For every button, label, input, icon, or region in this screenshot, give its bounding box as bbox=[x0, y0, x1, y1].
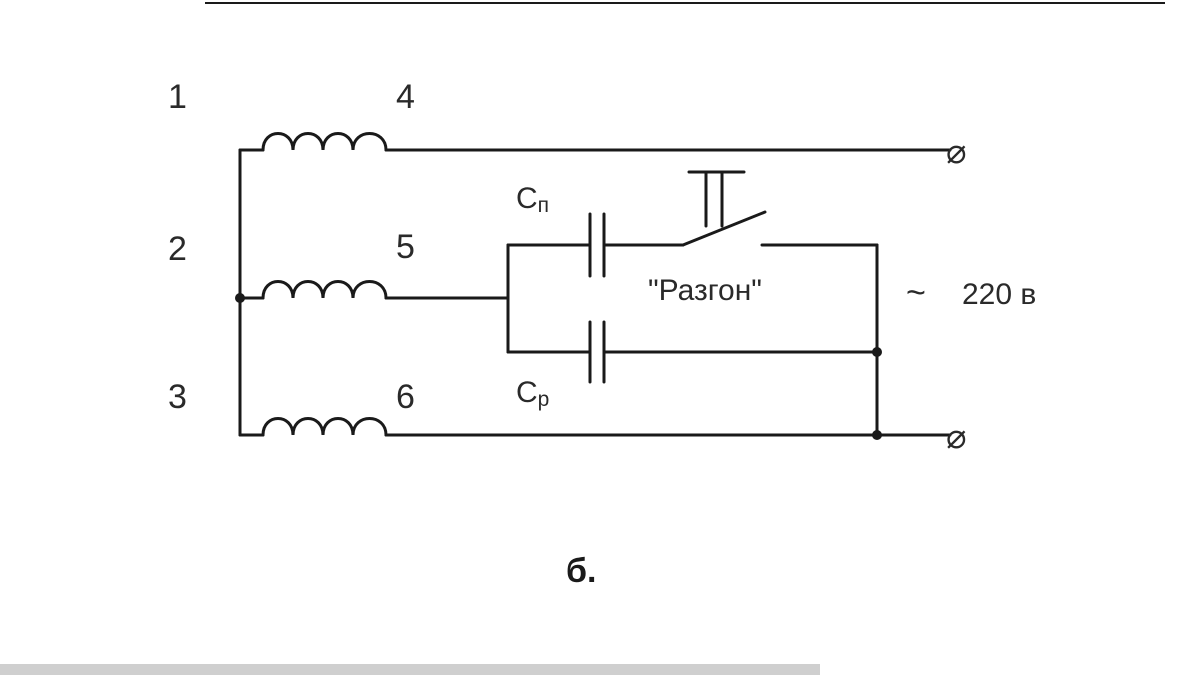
start-capacitor-letter: C bbox=[516, 182, 538, 215]
run-capacitor-label: Cр bbox=[516, 376, 549, 411]
terminal-label-1: 1 bbox=[168, 78, 187, 116]
supply-terminal-bottom-icon: ⌀ bbox=[946, 418, 966, 456]
terminal-label-3: 3 bbox=[168, 378, 187, 416]
terminal-label-4: 4 bbox=[396, 78, 415, 116]
supply-terminal-top-icon: ⌀ bbox=[946, 133, 966, 171]
terminal-label-6: 6 bbox=[396, 378, 415, 416]
bottom-line-junction-dot bbox=[872, 430, 882, 440]
star-junction-dot bbox=[235, 293, 245, 303]
run-capacitor-letter: C bbox=[516, 376, 538, 409]
start-capacitor-sub: п bbox=[538, 194, 549, 217]
push-button-icon bbox=[687, 170, 746, 228]
run-cap-junction-dot bbox=[872, 347, 882, 357]
supply-tilde: ~ bbox=[906, 274, 926, 312]
switch-label: "Разгон" bbox=[648, 274, 762, 307]
winding-2-5-coil bbox=[261, 280, 388, 300]
cropped-text-fragment bbox=[0, 664, 820, 675]
supply-voltage: 220 в bbox=[962, 278, 1036, 311]
terminal-label-2: 2 bbox=[168, 230, 187, 268]
winding-3-6-coil bbox=[261, 417, 388, 437]
run-capacitor-sub: р bbox=[538, 388, 550, 411]
terminal-label-5: 5 bbox=[396, 228, 415, 266]
start-capacitor-label: Cп bbox=[516, 182, 549, 217]
switch-blade bbox=[681, 210, 767, 247]
figure-caption: б. bbox=[566, 552, 596, 590]
winding-1-4-coil bbox=[261, 132, 388, 152]
